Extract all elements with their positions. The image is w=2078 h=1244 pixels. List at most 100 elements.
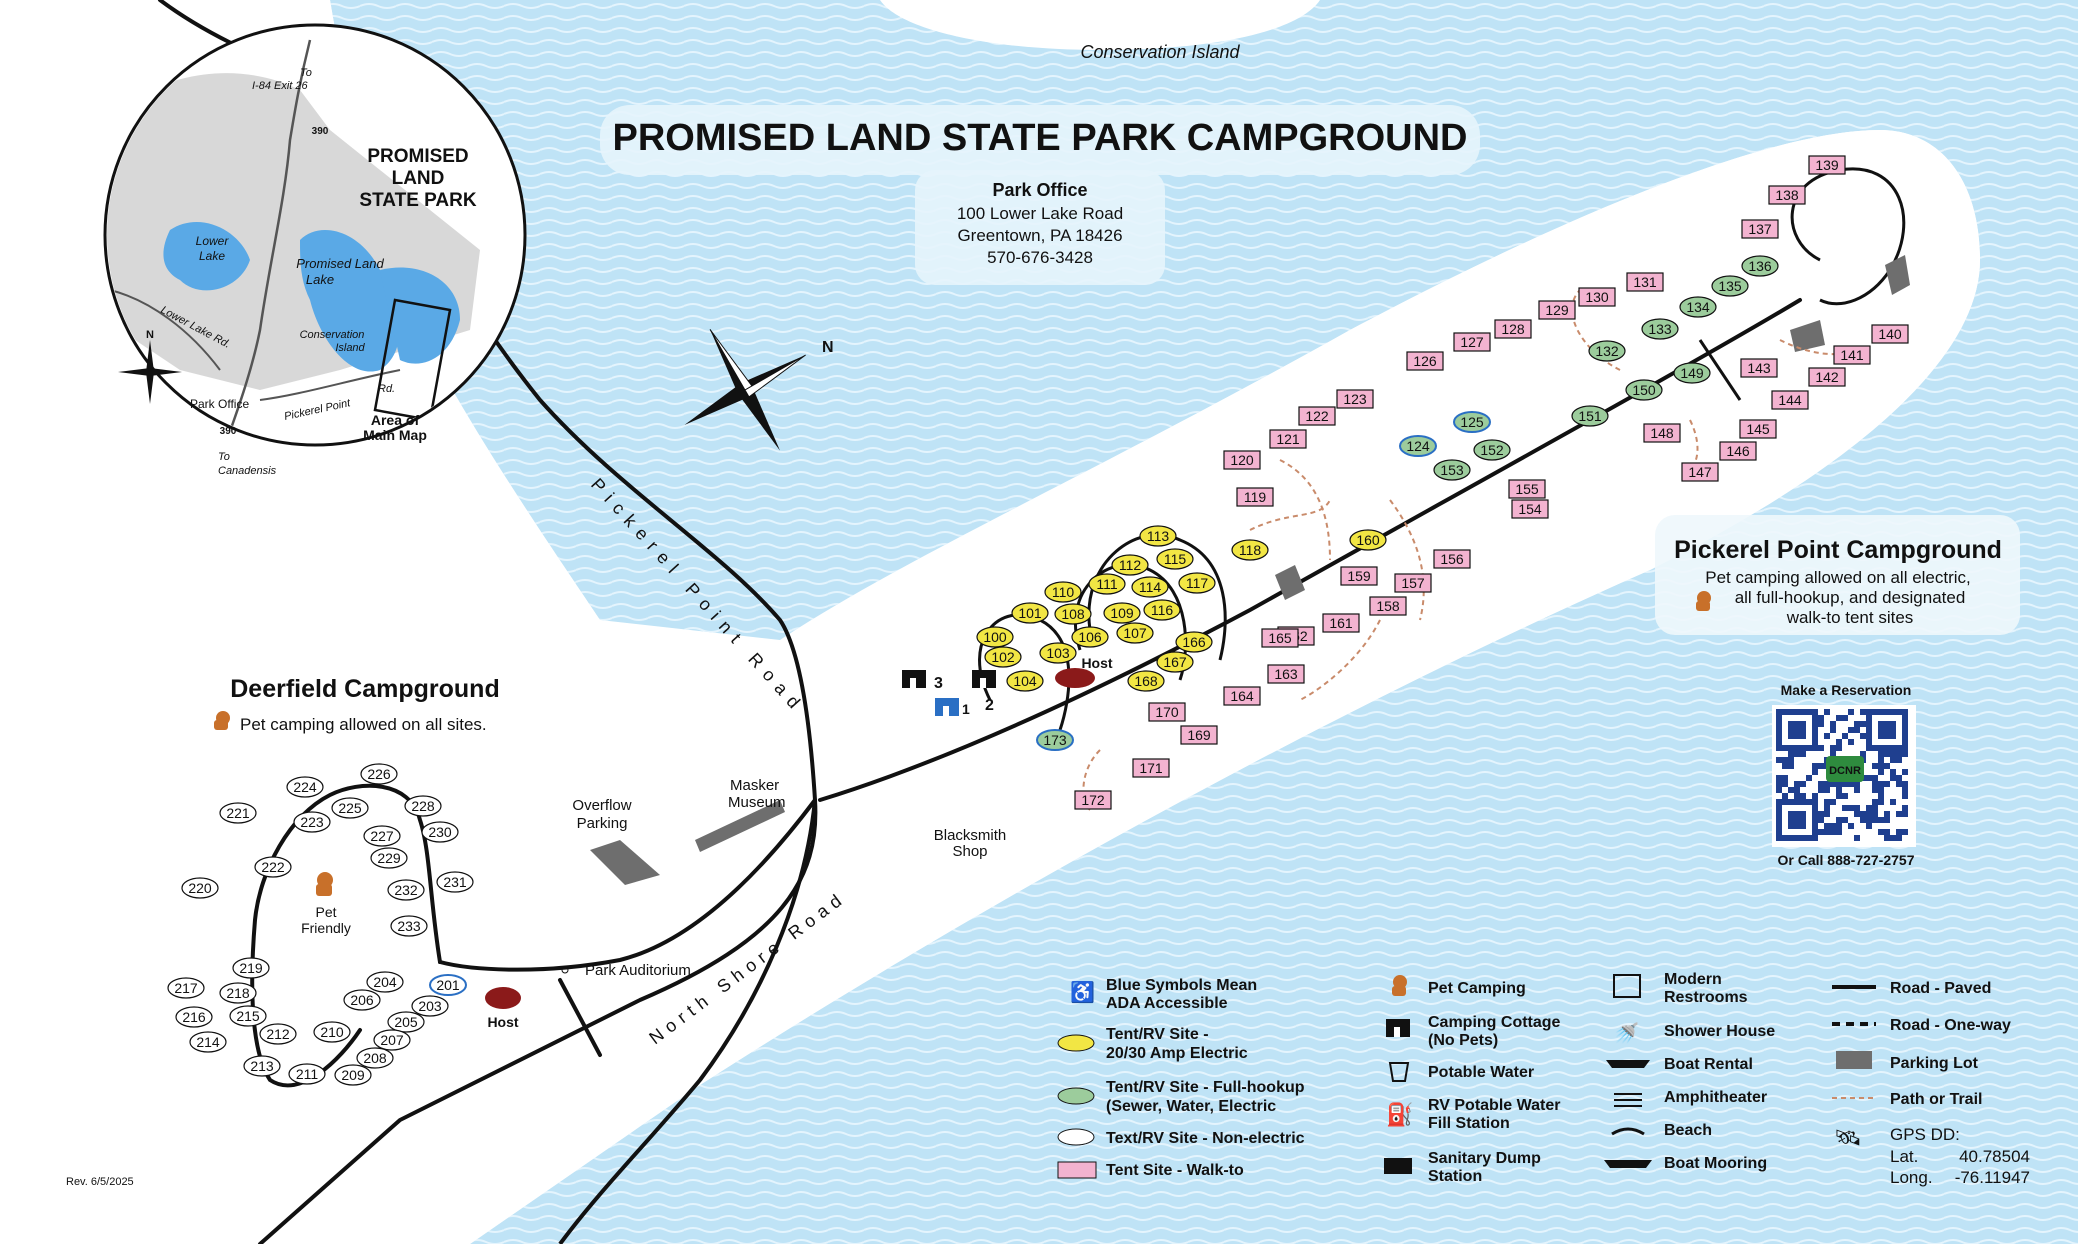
campsite-161[interactable]: 161 (1322, 613, 1360, 633)
campsite-212[interactable]: 212 (259, 1023, 297, 1045)
campsite-150[interactable]: 150 (1625, 379, 1663, 401)
campsite-107[interactable]: 107 (1116, 622, 1154, 644)
campsite-122[interactable]: 122 (1298, 406, 1336, 426)
campsite-210[interactable]: 210 (313, 1021, 351, 1043)
campsite-130[interactable]: 130 (1578, 287, 1616, 307)
campsite-172[interactable]: 172 (1074, 790, 1112, 810)
campsite-156[interactable]: 156 (1433, 549, 1471, 569)
campsite-219[interactable]: 219 (232, 957, 270, 979)
campsite-154[interactable]: 154 (1511, 499, 1549, 519)
campsite-145[interactable]: 145 (1739, 419, 1777, 439)
campsite-153[interactable]: 153 (1433, 459, 1471, 481)
campsite-168[interactable]: 168 (1127, 670, 1165, 692)
campsite-230[interactable]: 230 (421, 821, 459, 843)
campsite-114[interactable]: 114 (1131, 576, 1169, 598)
campsite-165[interactable]: 165 (1261, 628, 1299, 648)
campsite-220[interactable]: 220 (181, 877, 219, 899)
campsite-216[interactable]: 216 (175, 1006, 213, 1028)
campsite-169[interactable]: 169 (1180, 725, 1218, 745)
campsite-117[interactable]: 117 (1178, 572, 1216, 594)
campsite-128[interactable]: 128 (1494, 319, 1532, 339)
campsite-125[interactable]: 125 (1453, 411, 1491, 433)
reservation-qr-code[interactable]: DCNR (1772, 705, 1916, 847)
campsite-209[interactable]: 209 (334, 1064, 372, 1086)
campsite-123[interactable]: 123 (1336, 389, 1374, 409)
campsite-101[interactable]: 101 (1011, 602, 1049, 624)
campsite-214[interactable]: 214 (189, 1031, 227, 1053)
campsite-134[interactable]: 134 (1679, 296, 1717, 318)
campsite-100[interactable]: 100 (976, 626, 1014, 648)
campsite-110[interactable]: 110 (1044, 581, 1082, 603)
campsite-232[interactable]: 232 (387, 879, 425, 901)
campsite-225[interactable]: 225 (331, 797, 369, 819)
campsite-221[interactable]: 221 (219, 802, 257, 824)
campsite-207[interactable]: 207 (373, 1029, 411, 1051)
campsite-211[interactable]: 211 (288, 1063, 326, 1085)
campsite-164[interactable]: 164 (1223, 686, 1261, 706)
campsite-103[interactable]: 103 (1039, 642, 1077, 664)
campsite-106[interactable]: 106 (1071, 626, 1109, 648)
campsite-152[interactable]: 152 (1473, 439, 1511, 461)
campsite-217[interactable]: 217 (167, 977, 205, 999)
campsite-147[interactable]: 147 (1681, 462, 1719, 482)
campsite-137[interactable]: 137 (1741, 219, 1779, 239)
campsite-171[interactable]: 171 (1132, 758, 1170, 778)
campsite-116[interactable]: 116 (1143, 599, 1181, 621)
campsite-228[interactable]: 228 (404, 795, 442, 817)
campsite-222[interactable]: 222 (254, 856, 292, 878)
campsite-215[interactable]: 215 (229, 1005, 267, 1027)
campsite-146[interactable]: 146 (1719, 441, 1757, 461)
campsite-129[interactable]: 129 (1538, 300, 1576, 320)
campsite-205[interactable]: 205 (387, 1011, 425, 1033)
campsite-148[interactable]: 148 (1643, 423, 1681, 443)
campsite-173[interactable]: 173 (1036, 729, 1074, 751)
campsite-203[interactable]: 203 (411, 995, 449, 1017)
campsite-109[interactable]: 109 (1103, 602, 1141, 624)
campsite-227[interactable]: 227 (363, 825, 401, 847)
campsite-136[interactable]: 136 (1741, 255, 1779, 277)
campsite-223[interactable]: 223 (293, 811, 331, 833)
campsite-231[interactable]: 231 (436, 871, 474, 893)
campsite-112[interactable]: 112 (1111, 554, 1149, 576)
campsite-149[interactable]: 149 (1673, 362, 1711, 384)
campsite-206[interactable]: 206 (343, 989, 381, 1011)
campsite-131[interactable]: 131 (1626, 272, 1664, 292)
campsite-124[interactable]: 124 (1399, 435, 1437, 457)
campsite-115[interactable]: 115 (1156, 548, 1194, 570)
campsite-144[interactable]: 144 (1771, 390, 1809, 410)
campsite-111[interactable]: 111 (1088, 573, 1126, 595)
campsite-104[interactable]: 104 (1006, 670, 1044, 692)
campsite-208[interactable]: 208 (356, 1047, 394, 1069)
campsite-233[interactable]: 233 (390, 915, 428, 937)
campsite-143[interactable]: 143 (1740, 358, 1778, 378)
campsite-133[interactable]: 133 (1641, 318, 1679, 340)
campsite-201[interactable]: 201 (429, 974, 467, 996)
campsite-119[interactable]: 119 (1236, 487, 1274, 507)
campsite-126[interactable]: 126 (1406, 351, 1444, 371)
campsite-121[interactable]: 121 (1269, 429, 1307, 449)
campsite-159[interactable]: 159 (1340, 566, 1378, 586)
campsite-226[interactable]: 226 (360, 763, 398, 785)
campsite-229[interactable]: 229 (370, 847, 408, 869)
campsite-132[interactable]: 132 (1588, 340, 1626, 362)
campsite-139[interactable]: 139 (1808, 155, 1846, 175)
campsite-118[interactable]: 118 (1231, 539, 1269, 561)
campsite-135[interactable]: 135 (1711, 275, 1749, 297)
campsite-167[interactable]: 167 (1156, 651, 1194, 673)
campsite-166[interactable]: 166 (1175, 631, 1213, 653)
campsite-108[interactable]: 108 (1054, 603, 1092, 625)
campsite-157[interactable]: 157 (1394, 573, 1432, 593)
campsite-163[interactable]: 163 (1267, 664, 1305, 684)
campsite-151[interactable]: 151 (1571, 405, 1609, 427)
campsite-218[interactable]: 218 (219, 982, 257, 1004)
campsite-158[interactable]: 158 (1369, 596, 1407, 616)
campsite-204[interactable]: 204 (366, 971, 404, 993)
campsite-113[interactable]: 113 (1139, 525, 1177, 547)
campsite-141[interactable]: 141 (1833, 345, 1871, 365)
campsite-170[interactable]: 170 (1148, 702, 1186, 722)
campsite-140[interactable]: 140 (1871, 324, 1909, 344)
campsite-224[interactable]: 224 (286, 776, 324, 798)
campsite-120[interactable]: 120 (1223, 450, 1261, 470)
campsite-102[interactable]: 102 (984, 646, 1022, 668)
campsite-155[interactable]: 155 (1508, 479, 1546, 499)
